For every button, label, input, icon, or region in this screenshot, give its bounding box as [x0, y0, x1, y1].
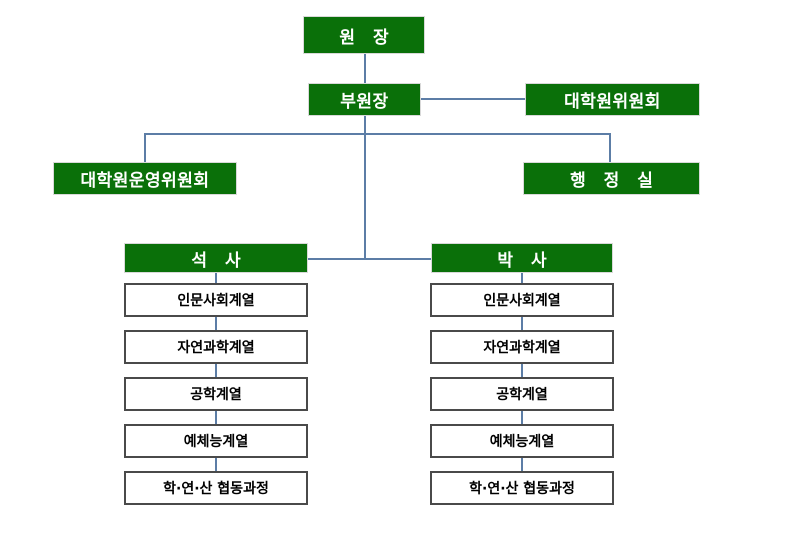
- connector-bus-to-operating-committee: [144, 133, 146, 162]
- masters-program-item[interactable]: 예체능계열: [124, 424, 308, 458]
- masters-program-item[interactable]: 공학계열: [124, 377, 308, 411]
- masters-program-item[interactable]: 자연과학계열: [124, 330, 308, 364]
- node-graduate-committee[interactable]: 대학원위원회: [525, 83, 700, 116]
- node-operating-committee[interactable]: 대학원운영위원회: [53, 162, 237, 195]
- doctorate-program-item[interactable]: 학·연·산 협동과정: [430, 471, 614, 505]
- doctorate-program-item[interactable]: 예체능계열: [430, 424, 614, 458]
- connector-director-to-vice: [364, 54, 366, 83]
- masters-program-item[interactable]: 학·연·산 협동과정: [124, 471, 308, 505]
- connector-bus-to-admin-office: [609, 133, 611, 162]
- node-masters[interactable]: 석 사: [124, 243, 308, 273]
- connector-vice-trunk: [364, 116, 366, 259]
- node-admin-office[interactable]: 행 정 실: [523, 162, 700, 195]
- node-vice-director[interactable]: 부원장: [308, 83, 421, 116]
- masters-program-item[interactable]: 인문사회계열: [124, 283, 308, 317]
- connector-level3-bus: [144, 133, 611, 135]
- doctorate-program-item[interactable]: 자연과학계열: [430, 330, 614, 364]
- doctorate-program-item[interactable]: 인문사회계열: [430, 283, 614, 317]
- doctorate-program-item[interactable]: 공학계열: [430, 377, 614, 411]
- connector-masters-doctorate-bus: [308, 258, 431, 260]
- node-director[interactable]: 원 장: [303, 16, 425, 54]
- node-doctorate[interactable]: 박 사: [431, 243, 613, 273]
- connector-vice-to-graduate-committee: [421, 98, 525, 100]
